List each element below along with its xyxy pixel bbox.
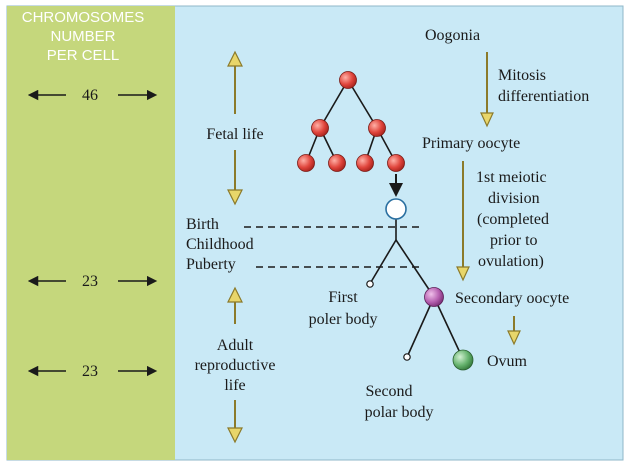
primary-oocyte-label: Primary oocyte — [422, 135, 520, 152]
meiosis1-label-line3: (completed — [477, 211, 549, 228]
meiosis1-label-line5: ovulation) — [478, 253, 544, 270]
oogonium-cell — [357, 155, 374, 172]
chromosome-sidebar — [7, 6, 175, 460]
chromosome-count-23-second: 23 — [82, 363, 98, 380]
second-polar-label-line1: Second — [365, 383, 412, 400]
oogonium-cell — [312, 120, 329, 137]
meiosis1-label-line4: prior to — [490, 232, 538, 249]
childhood-label: Childhood — [186, 236, 254, 253]
mitosis-label-line2: differentiation — [498, 88, 589, 105]
first-polar-label-line1: First — [328, 289, 358, 306]
oogonium-cell — [329, 155, 346, 172]
meiosis1-label-line1: 1st meiotic — [476, 169, 547, 186]
secondary-oocyte-label: Secondary oocyte — [455, 290, 569, 307]
birth-label: Birth — [186, 216, 219, 233]
sidebar-header-line2: NUMBER — [50, 28, 115, 45]
first-polar-body-cell — [367, 281, 373, 287]
oogonium-cell — [388, 155, 405, 172]
oogonia-label: Oogonia — [425, 27, 480, 44]
sidebar-header-line1: CHROMOSOMES — [22, 9, 145, 26]
primary-oocyte-cell — [386, 199, 406, 219]
oogonium-cell — [298, 155, 315, 172]
adult-label-line3: life — [224, 377, 245, 394]
sidebar-header-line3: PER CELL — [47, 47, 120, 64]
secondary-oocyte-cell — [425, 288, 444, 307]
adult-label-line2: reproductive — [195, 357, 276, 374]
second-polar-body-cell — [404, 354, 410, 360]
meiosis1-label-line2: division — [488, 190, 540, 207]
ovum-cell — [453, 350, 473, 370]
oogonium-cell — [340, 72, 357, 89]
chromosome-count-46: 46 — [82, 87, 98, 104]
first-polar-label-line2: poler body — [309, 311, 378, 328]
mitosis-label-line1: Mitosis — [498, 67, 546, 84]
ovum-label: Ovum — [487, 353, 528, 370]
second-polar-label-line2: polar body — [365, 404, 434, 421]
oogonium-cell — [369, 120, 386, 137]
adult-label-line1: Adult — [217, 337, 254, 354]
fetal-life-label: Fetal life — [206, 126, 263, 143]
chromosome-count-23-first: 23 — [82, 273, 98, 290]
puberty-label: Puberty — [186, 256, 236, 273]
